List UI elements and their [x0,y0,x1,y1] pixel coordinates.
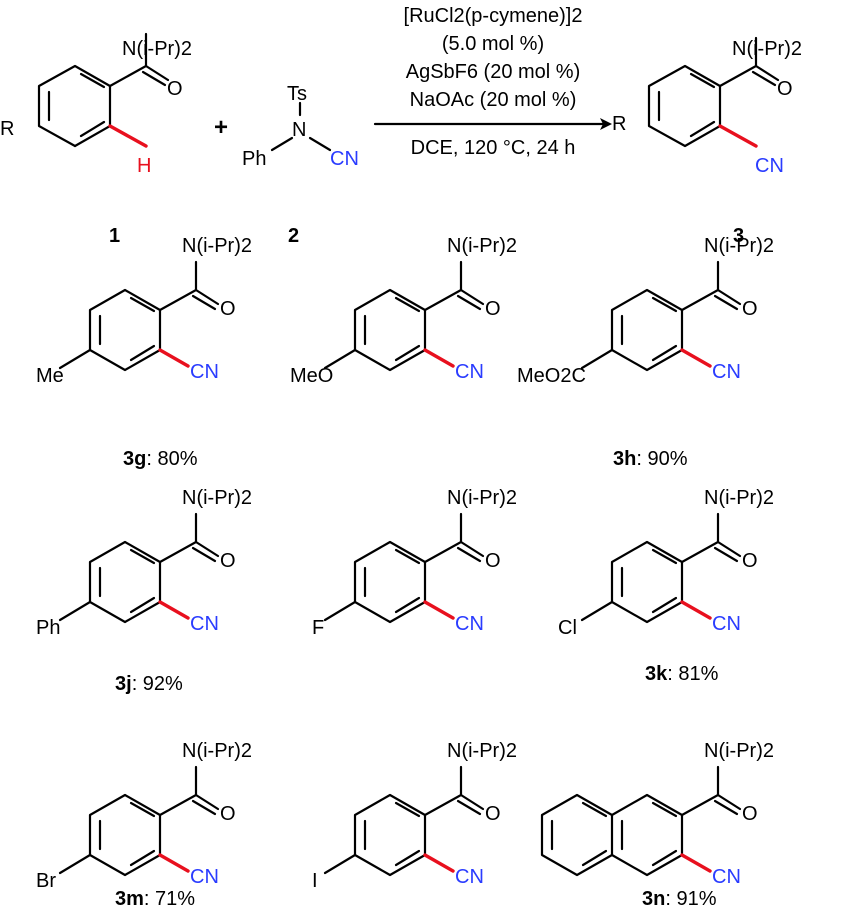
cyano-group: CN [190,361,219,383]
substituent: Br [36,870,56,892]
compound-label-3: 3 [733,225,744,247]
additive-2: NaOAc (20 mol %) [410,89,577,111]
reaction-conditions: [RuCl2(p-cymene)]2 (5.0 mol %) AgSbF6 (2… [373,5,612,159]
cyano-group: CN [455,361,484,383]
r-group: R [612,113,626,135]
r-group: R [0,118,14,140]
example-3h: N(i-Pr)2O CN MeO 3h: 90% [290,235,688,470]
example-3j: N(i-Pr)2O CN Ph 3j: 92% [36,487,252,695]
catalyst: [RuCl2(p-cymene)]2 [404,5,583,27]
cyano-group: CN [755,155,784,177]
yield-value: : 81% [667,663,718,685]
amide-group: N(i-Pr)2 [182,740,252,762]
substituent: Ph [36,617,60,639]
cyano-group: CN [455,866,484,888]
fused-ring [540,793,614,877]
carbonyl-oxygen: O [485,550,501,572]
example-3m: N(i-Pr)2O CN Br 3m: 71% [36,740,252,910]
yield-value: : 80% [146,448,197,470]
amide-group: N(i-Pr)2 [447,740,517,762]
example-3o: N(i-Pr)2OCN3o: 78% [540,740,774,888]
amide-group: N(i-Pr)2 [447,235,517,257]
additive-1: AgSbF6 (20 mol %) [406,61,581,83]
cyano-group: CN [330,148,359,170]
carbonyl-oxygen: O [742,298,758,320]
example-3l: N(i-Pr)2OCNCl3l: 68% [558,487,774,639]
yield-label: 3g: 80% [123,448,198,470]
amide-group: N(i-Pr)2 [182,235,252,257]
carbonyl-oxygen: O [220,550,236,572]
arrow-head-icon [600,118,612,130]
carbonyl-oxygen: O [220,803,236,825]
carbonyl-oxygen: O [485,803,501,825]
cyano-group: CN [712,613,741,635]
yield-label: 3n: 91% [642,888,717,910]
yield-label: 3m: 71% [115,888,195,910]
yield-label: 3j: 92% [115,673,183,695]
nitrogen: N [292,119,306,141]
amide-group: N(i-Pr)2 [182,487,252,509]
example-3n: N(i-Pr)2O CN I 3n: 91% [312,740,717,910]
amide-group: N(i-Pr)2 [704,487,774,509]
amide-group: N(i-Pr)2 [704,235,774,257]
cyano-group: CN [455,613,484,635]
substituent: MeO2C [517,365,586,387]
plus-sign: + [214,114,228,141]
amide-group: N(i-Pr)2 [122,38,192,60]
amide-group: N(i-Pr)2 [732,38,802,60]
example-3k: N(i-Pr)2O CN F 3k: 81% [312,487,719,685]
reactant-2: Ts N Ph CN 2 [242,83,359,247]
compound-id: 3h [613,448,636,470]
carbonyl-oxygen: O [742,550,758,572]
carbonyl-oxygen: O [742,803,758,825]
substituent: Me [36,365,64,387]
cyano-group: CN [712,866,741,888]
compound-label-2: 2 [288,225,299,247]
yield-label: 3h: 90% [613,448,688,470]
compound-id: 3k [645,663,668,685]
cyano-group: CN [190,613,219,635]
phenyl-group: Ph [242,148,266,170]
substituent: Cl [558,617,577,639]
compound-id: 3n [642,888,665,910]
compound-id: 3j [115,673,132,695]
carbonyl-oxygen: O [220,298,236,320]
h-atom: H [137,155,151,177]
product-3: N(i-Pr)2 O R CN 3 [612,36,802,247]
compound-id: 3g [123,448,146,470]
substituent: F [312,617,324,639]
compound-label-1: 1 [109,225,120,247]
yield-value: : 71% [144,888,195,910]
solvent-temp-time: DCE, 120 °C, 24 h [411,137,576,159]
amide-group: N(i-Pr)2 [447,487,517,509]
catalyst-loading: (5.0 mol %) [442,33,544,55]
yield-value: : 91% [665,888,716,910]
carbonyl-oxygen: O [777,78,793,100]
compound-id: 3m [115,888,144,910]
cyano-group: CN [712,361,741,383]
tosyl-group: Ts [287,83,307,105]
carbonyl-oxygen: O [485,298,501,320]
example-3g: N(i-Pr)2O CN Me 3g: 80% [36,235,252,470]
amide-group: N(i-Pr)2 [704,740,774,762]
yield-value: : 90% [636,448,687,470]
substituent: MeO [290,365,333,387]
reactant-1: N(i-Pr)2 O R H 1 [0,32,192,247]
substituent: I [312,870,318,892]
cyano-group: CN [190,866,219,888]
yield-value: : 92% [132,673,183,695]
carbonyl-oxygen: O [167,78,183,100]
example-3i: N(i-Pr)2OCNMeO2C3i: 65% [517,235,774,387]
yield-label: 3k: 81% [645,663,719,685]
